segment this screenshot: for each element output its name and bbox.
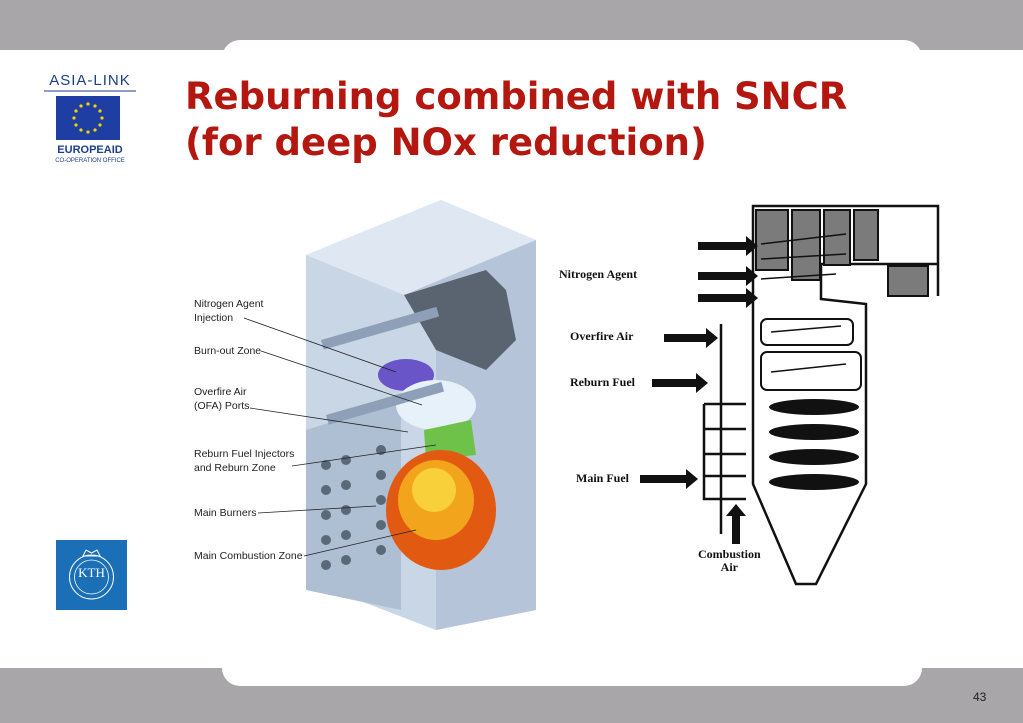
eu-flag-icon xyxy=(56,96,120,140)
label-reburn-fuel: Reburn Fuel xyxy=(570,375,636,389)
europeaid-wordmark: EUROPEAID xyxy=(57,144,123,156)
asia-link-logo: ASIA-LINK EUROPEAID CO-OPERATION OFFICE xyxy=(42,72,138,172)
reburn-schematic-diagram: Nitrogen Agent Overfire Air Reburn Fuel … xyxy=(556,204,946,594)
page-number: 43 xyxy=(973,690,987,704)
label-nitrogen-agent-injection: Nitrogen Agent Injection xyxy=(194,298,264,324)
slide-title: Reburning combined with SNCR (for deep N… xyxy=(185,74,847,166)
label-nitrogen-agent: Nitrogen Agent xyxy=(559,267,638,281)
label-overfire-air-ports: Overfire Air (OFA) Ports xyxy=(194,386,250,412)
asia-link-wordmark: ASIA-LINK xyxy=(49,72,131,89)
title-line-2: (for deep NOx reduction) xyxy=(185,121,707,164)
kth-logo: KTH xyxy=(56,540,127,610)
reburn-schematic xyxy=(640,204,940,586)
label-main-burners: Main Burners xyxy=(194,507,257,519)
boiler-cutaway-diagram: Nitrogen Agent Injection Burn-out Zone O… xyxy=(186,200,536,630)
kth-emblem-icon xyxy=(69,549,114,600)
label-combustion-air: Combustion Air xyxy=(698,547,761,574)
label-burn-out-zone: Burn-out Zone xyxy=(194,345,262,357)
label-main-fuel: Main Fuel xyxy=(576,471,629,485)
kth-wordmark: KTH xyxy=(78,565,105,580)
label-reburn-fuel-injectors: Reburn Fuel Injectors and Reburn Zone xyxy=(194,448,295,474)
wordmark-underline xyxy=(44,90,136,92)
boiler-cutaway-illustration xyxy=(243,200,536,630)
label-overfire-air: Overfire Air xyxy=(570,329,634,343)
europeaid-subtitle: CO-OPERATION OFFICE xyxy=(55,158,125,164)
label-main-combustion-zone: Main Combustion Zone xyxy=(194,550,303,562)
title-line-1: Reburning combined with SNCR xyxy=(185,75,848,118)
